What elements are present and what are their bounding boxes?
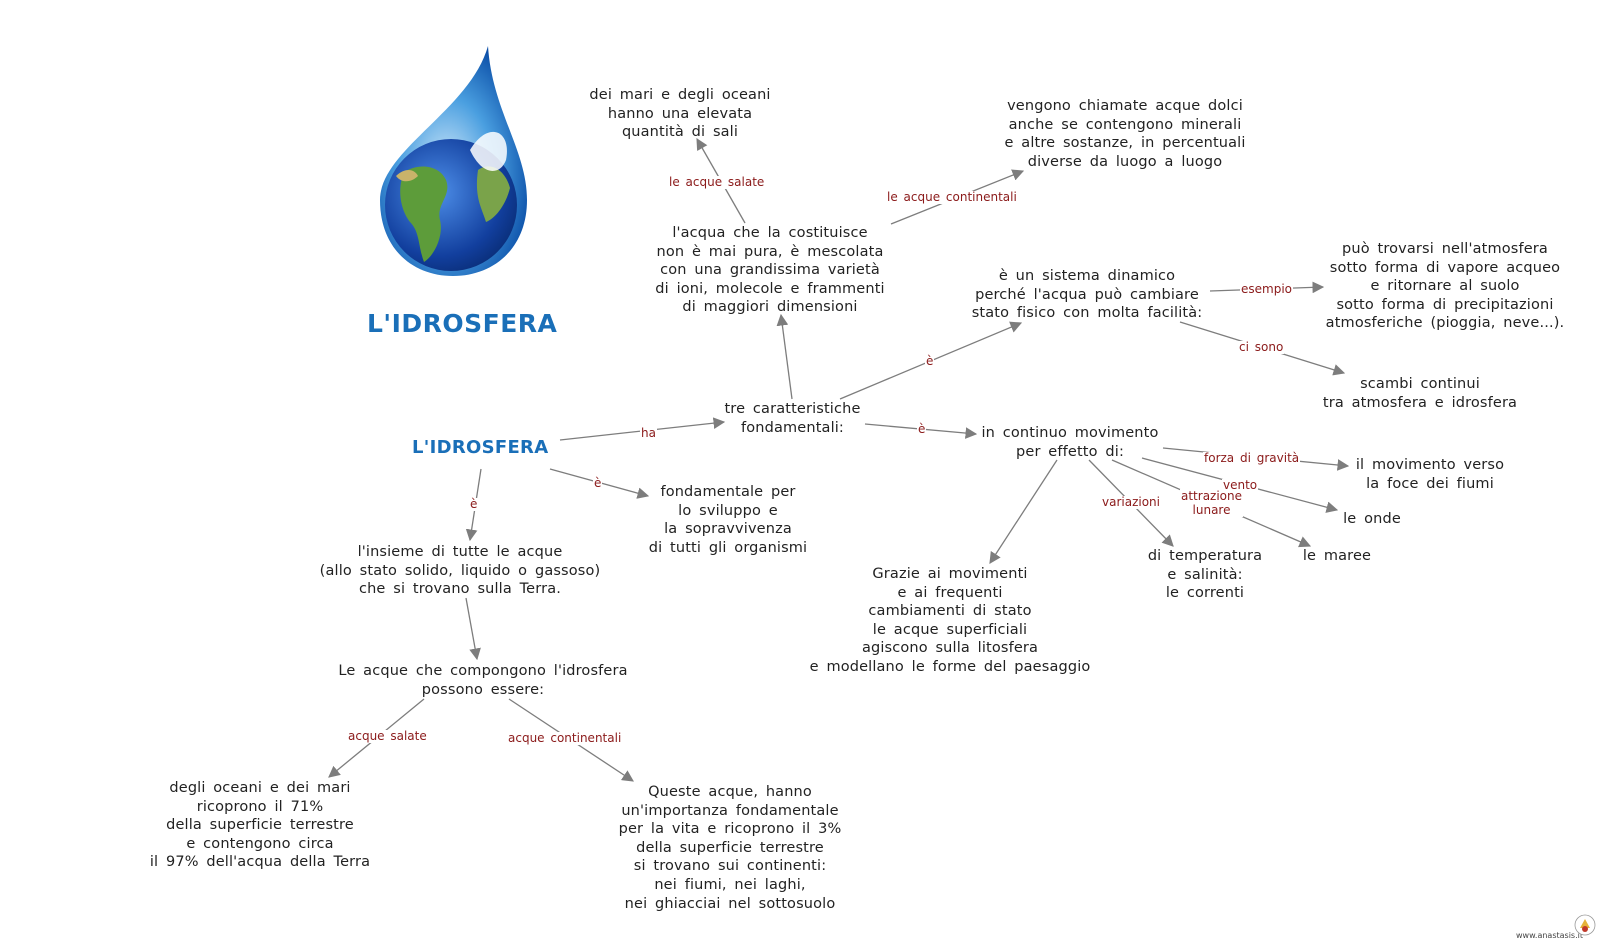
link-label-e-fondamentale: è: [593, 477, 602, 490]
link-label-acque-continentali: acque continentali: [507, 732, 622, 745]
node-atmosfera: può trovarsi nell'atmosfera sotto forma …: [1310, 240, 1580, 333]
link-label-variazioni: variazioni: [1101, 496, 1161, 509]
anastasis-logo-icon: [1574, 914, 1596, 936]
link-label-e-sistema: è: [925, 355, 934, 368]
edge-caratteristiche-acqua: [781, 315, 792, 399]
node-onde: le onde: [1332, 510, 1412, 529]
node-oceani-mari: degli oceani e dei mari ricoprono il 71%…: [130, 779, 390, 872]
node-grazie: Grazie ai movimenti e ai frequenti cambi…: [800, 565, 1100, 677]
node-movimento: in continuo movimento per effetto di:: [965, 424, 1175, 461]
link-label-ci-sono: ci sono: [1238, 341, 1284, 354]
edge-insieme-acque: [466, 598, 477, 659]
node-acqua-pura: l'acqua che la costituisce non è mai pur…: [640, 224, 900, 317]
link-label-ha: ha: [640, 427, 657, 440]
node-insieme: l'insieme di tutte le acque (allo stato …: [300, 543, 620, 599]
node-correnti: di temperatura e salinità: le correnti: [1120, 547, 1290, 603]
node-idrosfera: L'IDROSFERA: [412, 437, 548, 458]
link-label-forza-gravita: forza di gravità: [1203, 452, 1300, 465]
node-acque-dolci: vengono chiamate acque dolci anche se co…: [980, 97, 1270, 171]
node-mari-sali: dei mari e degli oceani hanno una elevat…: [570, 86, 790, 142]
link-label-attrazione-lunare: attrazione lunare: [1180, 489, 1243, 517]
link-label-e-insieme: è: [469, 498, 478, 511]
node-caratteristiche: tre caratteristiche fondamentali:: [710, 400, 875, 437]
link-label-e-movimento: è: [917, 423, 926, 436]
node-scambi: scambi continui tra atmosfera e idrosfer…: [1300, 375, 1540, 412]
node-fondamentale: fondamentale per lo sviluppo e la soprav…: [628, 483, 828, 557]
link-label-le-acque-salate: le acque salate: [668, 176, 765, 189]
link-label-le-acque-continentali: le acque continentali: [886, 191, 1018, 204]
water-drop-earth-icon: [380, 46, 527, 276]
link-label-esempio: esempio: [1240, 283, 1293, 296]
node-queste-acque: Queste acque, hanno un'importanza fondam…: [595, 783, 865, 913]
edge-grazie: [990, 460, 1057, 563]
link-label-acque-salate: acque salate: [347, 730, 428, 743]
page-title: L'IDROSFERA: [367, 309, 557, 338]
footer-site: www.anastasis.it: [1516, 931, 1583, 940]
node-fiumi: il movimento verso la foce dei fiumi: [1340, 456, 1520, 493]
node-acque-possono: Le acque che compongono l'idrosfera poss…: [323, 662, 643, 699]
node-maree: le maree: [1292, 547, 1382, 566]
node-sistema-dinamico: è un sistema dinamico perché l'acqua può…: [952, 267, 1222, 323]
